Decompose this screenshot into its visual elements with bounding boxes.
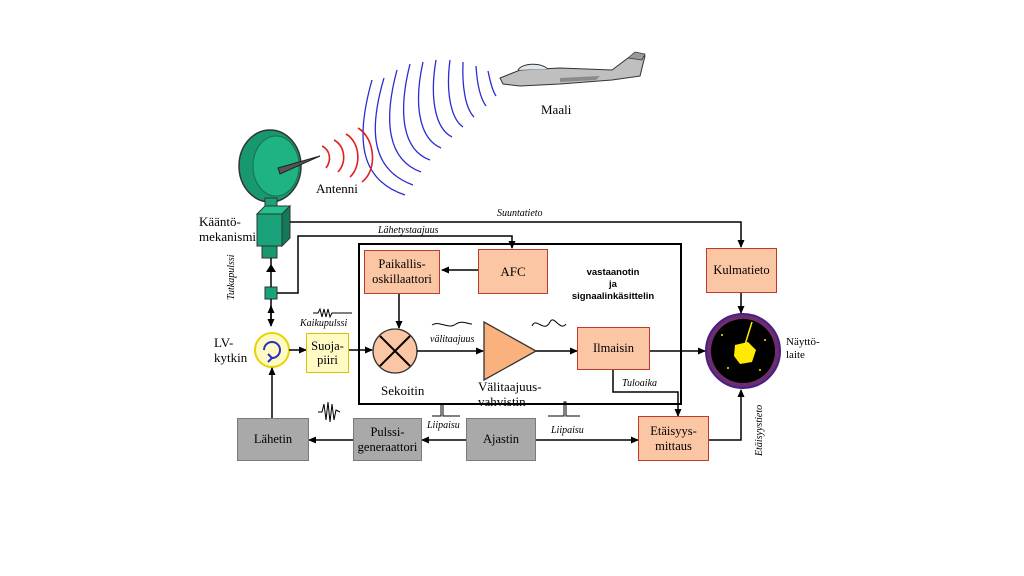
pulse-generator-box: Pulssi- generaattori <box>353 418 422 461</box>
timer-box: Ajastin <box>466 418 536 461</box>
detector-box: Ilmaisin <box>577 327 650 370</box>
transmit-freq-label: Lähetystaajuus <box>378 225 439 236</box>
transmitted-waves <box>362 59 497 196</box>
radar-pulse-label: Tutkapulssi <box>226 254 237 300</box>
if-signal-label: välitaajuus <box>430 334 475 345</box>
duplexer <box>254 332 290 368</box>
mixer-label: Sekoitin <box>381 383 425 398</box>
if-amplifier-label: Välitaajuus- vahvistin <box>478 379 542 409</box>
coupler <box>264 286 278 300</box>
rotator-mechanism <box>255 204 292 259</box>
receiver-title: vastaanotin ja signaalinkäsittelin <box>571 267 655 302</box>
rotator-label: Kääntö- mekanismi <box>199 214 257 244</box>
protector-box: Suoja- piiri <box>306 333 349 373</box>
if-amplifier-triangle <box>483 320 538 382</box>
trigger-label-right: Liipaisu <box>551 425 584 436</box>
antenna-dish <box>238 129 321 211</box>
angle-info-box: Kulmatieto <box>706 248 777 293</box>
waveform-glyphs <box>313 307 580 423</box>
trigger-label-left: Liipaisu <box>427 420 460 431</box>
local-oscillator-box: Paikallis- oskillaattori <box>364 250 440 294</box>
duplexer-label: LV- kytkin <box>214 335 248 365</box>
direction-info-label: Suuntatieto <box>497 208 543 219</box>
mixer <box>372 328 418 374</box>
arrival-time-label: Tuloaika <box>622 378 658 389</box>
aircraft-icon <box>499 51 646 87</box>
ppi-display <box>705 313 781 389</box>
display-label: Näyttö- laite <box>786 336 820 361</box>
receiver-frame <box>358 243 682 405</box>
range-info-label: Etäisyystieto <box>754 404 765 456</box>
afc-box: AFC <box>478 249 548 294</box>
target-label: Maali <box>541 102 572 117</box>
transmitter-box: Lähetin <box>237 418 309 461</box>
echo-waves <box>321 127 374 183</box>
echo-pulse-label: Kaikupulssi <box>300 318 348 329</box>
antenna-label: Antenni <box>316 181 358 196</box>
range-measure-box: Etäisyys- mittaus <box>638 416 709 461</box>
